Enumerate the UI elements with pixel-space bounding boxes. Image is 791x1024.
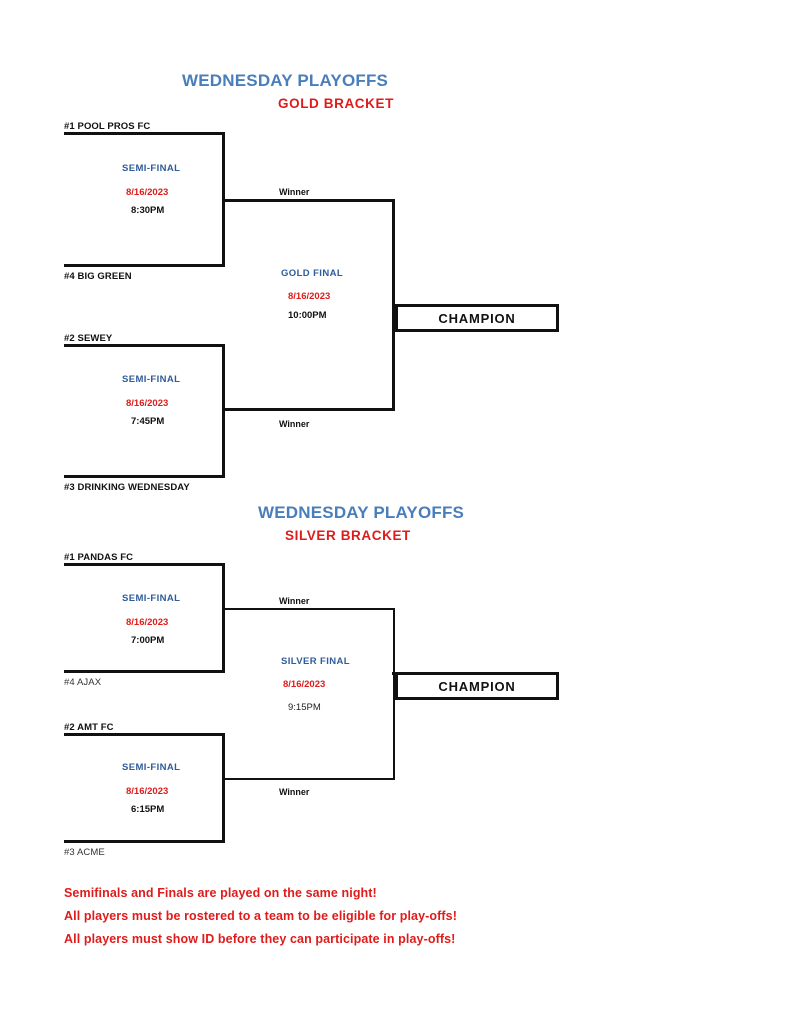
silver-final-bottom-winner-label: Winner bbox=[279, 787, 310, 797]
gold-bracket-subtitle: GOLD BRACKET bbox=[278, 96, 394, 111]
silver-semifinal-1-top-line bbox=[64, 563, 225, 566]
silver-semifinal-2-top-team: #2 AMT FC bbox=[64, 722, 114, 733]
gold-semifinal-2-bottom-line bbox=[64, 475, 225, 478]
gold-semifinal-2-top-line bbox=[64, 344, 225, 347]
silver-semifinal-2-bottom-team: #3 ACME bbox=[64, 847, 105, 858]
silver-final-top-line bbox=[222, 608, 395, 610]
gold-final-round-name: GOLD FINAL bbox=[281, 268, 344, 279]
gold-semifinal-2-date: 8/16/2023 bbox=[126, 398, 169, 409]
silver-champion-box: CHAMPION bbox=[395, 672, 559, 700]
silver-semifinal-1-bottom-team: #4 AJAX bbox=[64, 677, 102, 688]
gold-semifinal-2-bracket-spine bbox=[222, 344, 225, 478]
gold-semifinal-1-time: 8:30PM bbox=[131, 205, 165, 216]
gold-semifinal-2-round-name: SEMI-FINAL bbox=[122, 374, 181, 385]
gold-final-top-winner-label: Winner bbox=[279, 187, 310, 197]
silver-final-bottom-line bbox=[222, 778, 395, 780]
silver-semifinal-1-bracket-spine bbox=[222, 563, 225, 673]
silver-semifinal-2-date: 8/16/2023 bbox=[126, 786, 169, 797]
silver-semifinal-1-date: 8/16/2023 bbox=[126, 617, 169, 628]
gold-final-date: 8/16/2023 bbox=[288, 291, 331, 302]
silver-final-time: 9:15PM bbox=[288, 702, 321, 713]
silver-semifinal-2-round-name: SEMI-FINAL bbox=[122, 762, 181, 773]
silver-semifinal-1-top-team: #1 PANDAS FC bbox=[64, 552, 134, 563]
playoff-note-3: All players must show ID before they can… bbox=[64, 932, 456, 946]
gold-semifinal-2-time: 7:45PM bbox=[131, 416, 165, 427]
silver-semifinal-2-bracket-spine bbox=[222, 733, 225, 843]
gold-semifinal-1-date: 8/16/2023 bbox=[126, 187, 169, 198]
silver-final-round-name: SILVER FINAL bbox=[281, 656, 351, 667]
gold-final-bottom-line bbox=[222, 408, 395, 411]
silver-semifinal-2-time: 6:15PM bbox=[131, 804, 165, 815]
gold-semifinal-1-top-line bbox=[64, 132, 225, 135]
silver-semifinal-1-bottom-line bbox=[64, 670, 225, 673]
gold-semifinal-1-top-team: #1 POOL PROS FC bbox=[64, 121, 151, 132]
gold-semifinal-2-top-team: #2 SEWEY bbox=[64, 333, 113, 344]
playoff-note-2: All players must be rostered to a team t… bbox=[64, 909, 457, 923]
silver-bracket-subtitle: SILVER BRACKET bbox=[285, 528, 411, 543]
gold-final-bottom-winner-label: Winner bbox=[279, 419, 310, 429]
gold-champion-box: CHAMPION bbox=[395, 304, 559, 332]
playoff-note-1: Semifinals and Finals are played on the … bbox=[64, 886, 377, 900]
silver-semifinal-1-time: 7:00PM bbox=[131, 635, 165, 646]
gold-bracket-title: WEDNESDAY PLAYOFFS bbox=[182, 71, 389, 90]
silver-final-top-winner-label: Winner bbox=[279, 596, 310, 606]
gold-semifinal-2-bottom-team: #3 DRINKING WEDNESDAY bbox=[64, 482, 190, 493]
silver-final-date: 8/16/2023 bbox=[283, 679, 326, 690]
gold-semifinal-1-bottom-team: #4 BIG GREEN bbox=[64, 271, 132, 282]
silver-bracket-title: WEDNESDAY PLAYOFFS bbox=[258, 503, 465, 522]
gold-semifinal-1-bottom-line bbox=[64, 264, 225, 267]
gold-final-time: 10:00PM bbox=[288, 310, 327, 321]
silver-final-bracket-spine bbox=[393, 608, 395, 780]
gold-final-top-line bbox=[222, 199, 395, 202]
silver-semifinal-2-top-line bbox=[64, 733, 225, 736]
gold-semifinal-1-round-name: SEMI-FINAL bbox=[122, 163, 181, 174]
silver-semifinal-2-bottom-line bbox=[64, 840, 225, 843]
silver-semifinal-1-round-name: SEMI-FINAL bbox=[122, 593, 181, 604]
